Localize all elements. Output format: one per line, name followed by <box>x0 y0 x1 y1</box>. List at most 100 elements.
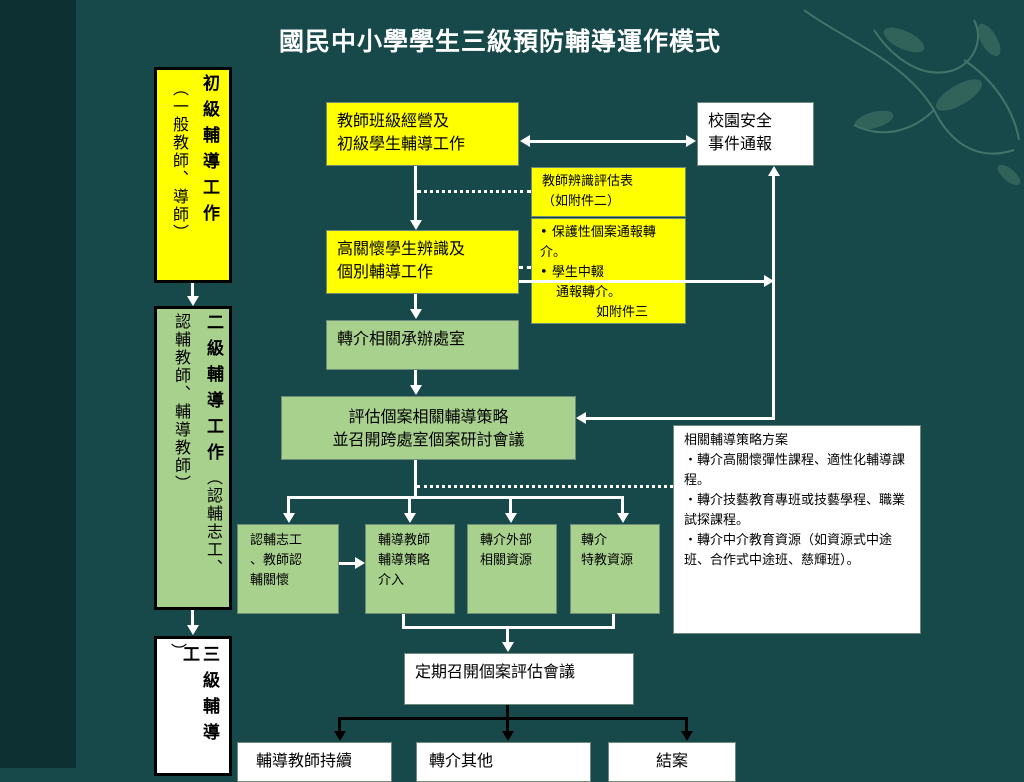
external-line1: 轉介外部 <box>480 533 533 548</box>
report-item2-cont: 通報轉介。 <box>556 285 622 300</box>
bullet-icon: • <box>540 265 548 280</box>
down-arrow-icon <box>334 731 346 741</box>
outcome2-line <box>506 717 509 732</box>
high-concern-box: 高關懷學生辨識及 個別輔導工作 <box>326 230 519 294</box>
strategy-plan-box: 相關輔導策略方案 ‧轉介高關懷彈性課程、適性化輔導課程。 ‧轉介技藝教育專班或技… <box>673 425 921 634</box>
dotted-to-strategy-plan <box>417 485 673 488</box>
referral-to-assess-line <box>414 370 417 386</box>
bullet-icon: • <box>540 225 548 240</box>
volunteer-line2: 、教師認 <box>250 553 303 568</box>
level2-to-level3-arrow-icon <box>187 625 199 635</box>
campus-safety-line2: 事件通報 <box>708 134 773 153</box>
down-arrow-icon <box>410 385 422 395</box>
branch-3-line <box>509 496 512 514</box>
down-arrow-icon <box>681 731 693 741</box>
teacher-class-line1: 教師班級經營及 <box>337 111 450 130</box>
strategy-plan-item3: ‧轉介中介教育資源（如資源式中途班、合作式中途班、慈輝班）。 <box>684 533 893 568</box>
outcomes-horizontal-line <box>338 717 688 720</box>
level1-main-label: 初級輔導工作 <box>199 74 219 230</box>
assess-strategy-line1: 評估個案相關輔導策略 <box>348 407 509 426</box>
counselor-strategy-line2: 輔導策略 <box>378 553 431 568</box>
level1-to-level2-line <box>191 283 194 297</box>
level2-sub-left: 認輔教師、輔導教師） <box>172 313 191 493</box>
down-arrow-icon <box>410 220 422 230</box>
down-arrow-icon <box>410 309 422 319</box>
eval-form-line1: 教師辨識評估表 <box>542 174 634 189</box>
periodic-meeting-text: 定期召開個案評估會議 <box>415 662 576 681</box>
report-item2-text: 學生中輟 <box>551 265 604 280</box>
level1-to-level2-arrow-icon <box>187 296 199 306</box>
volunteer-to-counselor-line <box>339 562 355 565</box>
right-arrow-icon <box>764 275 774 287</box>
floral-decoration-icon <box>803 9 1021 186</box>
level2-main-text: 二級輔導工作 <box>203 313 223 469</box>
meeting-to-outcomes-line <box>506 705 509 719</box>
class-to-safety-line <box>530 140 686 143</box>
refer-other-text: 轉介其他 <box>429 751 494 770</box>
close-case-text: 結案 <box>655 751 688 770</box>
down-arrow-icon <box>617 513 629 523</box>
campus-safety-box: 校園安全 事件通報 <box>697 102 814 166</box>
eval-form-box: 教師辨識評估表 （如附件二） <box>531 167 686 217</box>
assess-strategy-box: 評估個案相關輔導策略 並召開跨處室個案研討會議 <box>281 396 576 460</box>
special-ed-box: 轉介 特教資源 <box>570 524 660 614</box>
page-title: 國民中小學學生三級預防輔導運作模式 <box>278 27 721 56</box>
concern-to-right-line <box>519 280 764 283</box>
counselor-strategy-line3: 介入 <box>378 573 405 588</box>
branch-2-line <box>408 496 411 514</box>
high-concern-line2: 個別輔導工作 <box>337 262 434 281</box>
strategy-plan-item1: ‧轉介高關懷彈性課程、適性化輔導課程。 <box>684 453 906 488</box>
left-arrow-icon <box>576 412 586 424</box>
assess-strategy-line2: 並召開跨處室個案研討會議 <box>332 430 525 449</box>
branch-4-line <box>621 496 624 514</box>
report-item1: • 保護性個案通報轉介。 <box>540 223 677 263</box>
level2-main-label: 二級輔導工作（認輔志工、 <box>203 313 223 603</box>
to-assess-line <box>586 417 775 420</box>
right-arrow-icon <box>686 135 696 147</box>
special-ed-line2: 特教資源 <box>581 553 634 568</box>
left-decor-strip <box>0 0 76 768</box>
level1-sub-label: （一般教師、導師） <box>170 80 189 242</box>
down-arrow-icon <box>283 513 295 523</box>
high-concern-line1: 高關懷學生辨識及 <box>337 239 466 258</box>
report-item2: • 學生中輟 <box>540 263 677 283</box>
volunteer-line3: 輔關懷 <box>250 573 290 588</box>
down-arrow-icon <box>505 513 517 523</box>
volunteer-box: 認輔志工 、教師認 輔關懷 <box>237 524 339 614</box>
assess-to-branch-line <box>414 460 417 498</box>
up-arrow-icon <box>768 166 780 176</box>
external-resource-box: 轉介外部 相關資源 <box>467 524 557 614</box>
close-case-box: 結案 <box>608 742 736 782</box>
outcome3-line <box>685 717 688 732</box>
dotted-to-report-list <box>519 266 531 269</box>
report-item1-text: 保護性個案通報轉介。 <box>540 225 656 260</box>
concern-to-referral-line <box>414 294 417 310</box>
strategy-plan-item2: ‧轉介技藝教育專班或技藝學程、職業試探課程。 <box>684 493 906 528</box>
external-line2: 相關資源 <box>480 553 533 568</box>
class-to-concern-line <box>414 166 417 220</box>
strategy-plan-heading: 相關輔導策略方案 <box>684 433 789 448</box>
branch-1-line <box>287 496 290 514</box>
level3-sub-label: ） <box>168 643 187 661</box>
dotted-to-eval-form <box>417 190 531 193</box>
level3-label-box: 三級輔導工 ） <box>154 636 232 776</box>
eval-form-line2: （如附件二） <box>542 194 621 209</box>
right-vertical-line <box>772 176 775 420</box>
special-ed-line1: 轉介 <box>581 533 608 548</box>
report-list-box: • 保護性個案通報轉介。 • 學生中輟 通報轉介。 如附件三 <box>531 218 686 324</box>
bracket-left-line <box>402 614 405 628</box>
level3-main-label: 三級輔導工 <box>179 645 219 749</box>
teacher-class-box: 教師班級經營及 初級學生輔導工作 <box>326 102 519 166</box>
teacher-class-line2: 初級學生輔導工作 <box>337 134 466 153</box>
outcome1-line <box>338 717 341 732</box>
counselor-strategy-box: 輔導教師 輔導策略 介入 <box>365 524 455 614</box>
refer-other-box: 轉介其他 <box>416 742 591 782</box>
level1-label-box: 初級輔導工作 （一般教師、導師） <box>154 67 232 283</box>
left-arrow-icon <box>520 135 530 147</box>
report-item2-attachment: 如附件三 <box>596 305 649 320</box>
level2-label-box: 二級輔導工作（認輔志工、 認輔教師、輔導教師） <box>154 306 232 610</box>
continue-box: 輔導教師持續 <box>237 742 392 782</box>
referral-office-text: 轉介相關承辦處室 <box>337 329 466 348</box>
branch-horizontal-line <box>287 496 624 499</box>
referral-office-box: 轉介相關承辦處室 <box>326 320 519 370</box>
